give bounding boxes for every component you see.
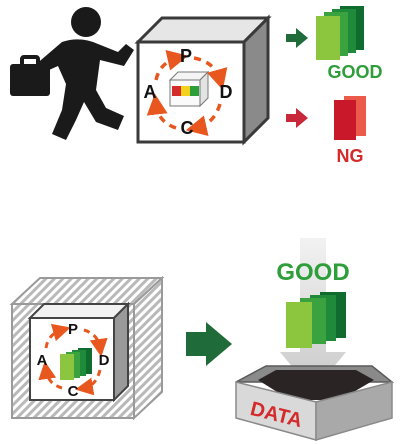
arrow-right-good-icon [286, 28, 308, 48]
bottom-good-label: GOOD [276, 259, 349, 286]
top-good-label: GOOD [327, 62, 382, 82]
pdca-c-label: C [181, 118, 194, 138]
data-box: DATA [235, 365, 395, 441]
mini-cube-icon [168, 70, 210, 108]
bottom-good-cards-icon [286, 292, 346, 348]
ng-cards-icon [334, 96, 366, 140]
bottom-pdca-a-label: A [37, 352, 48, 369]
bottom-pdca-c-label: C [68, 383, 79, 400]
bottom-pdca-d-label: D [99, 352, 110, 369]
bottom-pdca-cycle-arrows [38, 323, 108, 396]
pdca-cycle-arrows [146, 50, 228, 136]
arrow-right-ng-icon [286, 108, 308, 128]
arrow-right-large-icon [186, 322, 232, 366]
top-pdca-cube: P D C A [134, 14, 272, 146]
businessman-icon [10, 7, 134, 140]
pdca-a-label: A [144, 82, 157, 102]
bottom-pdca-cube: P D C A [9, 275, 165, 421]
good-cards-icon [316, 6, 364, 60]
inner-green-cards-icon [60, 348, 92, 380]
pdca-d-label: D [220, 82, 233, 102]
ng-label: NG [337, 146, 364, 166]
bottom-pdca-p-label: P [68, 321, 78, 338]
pdca-p-label: P [180, 46, 192, 66]
